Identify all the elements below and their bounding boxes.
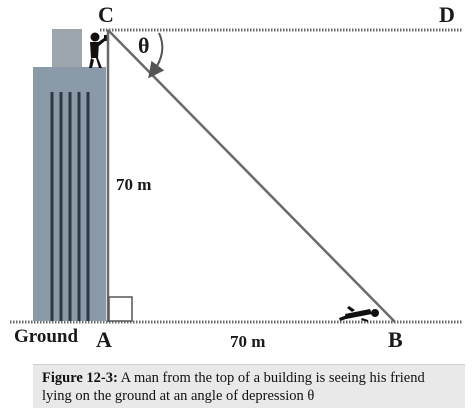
building	[33, 29, 106, 321]
friend-lying-icon	[339, 306, 379, 322]
label-point-b: B	[388, 327, 403, 352]
caption-figure-number: Figure 12-3:	[42, 370, 118, 386]
man-on-top-icon	[89, 32, 108, 68]
label-point-c: C	[98, 2, 114, 27]
label-ground: Ground	[14, 326, 79, 347]
right-angle-marker	[108, 296, 133, 322]
building-roof-block	[52, 29, 82, 68]
figure-caption: Figure 12-3: A man from the top of a bui…	[33, 364, 465, 408]
label-height: 70 m	[116, 175, 151, 194]
label-distance: 70 m	[230, 332, 265, 351]
caption-text: A man from the top of a building is seei…	[42, 370, 425, 404]
angle-arc	[148, 32, 165, 79]
hypotenuse-cb	[107, 29, 396, 323]
label-angle-theta: θ	[138, 33, 149, 58]
label-point-d: D	[439, 2, 455, 27]
label-point-a: A	[96, 327, 112, 352]
